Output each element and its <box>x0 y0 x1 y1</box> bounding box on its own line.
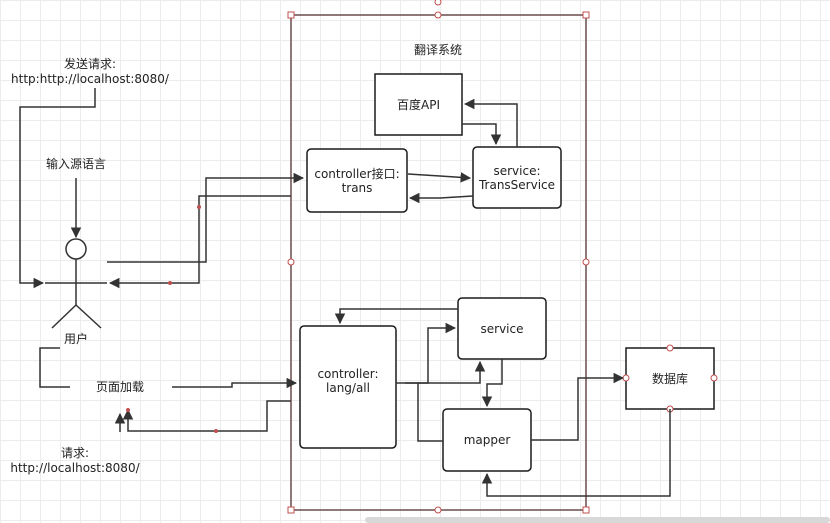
page-load-label: 页面加载 <box>95 380 145 394</box>
controller-trans-box[interactable] <box>306 148 408 213</box>
controller-trans-line1: controller接口: <box>314 166 400 181</box>
input-source-label: 输入源语言 <box>45 157 107 171</box>
request-label: 请求: http://localhost:8080/ <box>10 446 139 476</box>
horizontal-scrollbar[interactable] <box>365 517 830 523</box>
controller-lang-box[interactable] <box>299 325 397 449</box>
service-trans-line1: service: <box>493 163 541 178</box>
send-request-url: http:http://localhost:8080/ <box>11 72 169 86</box>
waypoint-dots <box>126 205 218 433</box>
controller-lang-line1: controller: <box>317 367 379 381</box>
baidu-api-box[interactable] <box>374 73 463 136</box>
service-label: service <box>480 321 524 336</box>
mapper-label: mapper <box>463 433 511 447</box>
send-request-label: 发送请求: http:http://localhost:8080/ <box>11 57 169 87</box>
request-line1: 请求: <box>60 446 90 460</box>
request-url: http://localhost:8080/ <box>10 461 140 475</box>
service-trans-label: service: TransService <box>473 147 561 208</box>
connector-lines[interactable] <box>19 88 671 497</box>
database-label: 数据库 <box>651 371 688 386</box>
system-title: 翻译系统 <box>413 43 463 57</box>
send-request-line1: 发送请求: <box>63 57 117 71</box>
controller-lang-label: controller: lang/all <box>300 326 396 436</box>
rotate-handle[interactable] <box>434 0 442 6</box>
controller-trans-line2: trans <box>341 180 373 195</box>
selection-handles[interactable] <box>287 11 590 514</box>
baidu-api-label: 百度API <box>397 97 440 112</box>
controller-lang-line2: lang/all <box>326 381 370 395</box>
controller-trans-label: controller接口: trans <box>307 149 407 212</box>
user-actor-icon[interactable] <box>45 238 107 329</box>
user-label: 用户 <box>63 332 89 346</box>
service-trans-line2: TransService <box>478 177 556 192</box>
